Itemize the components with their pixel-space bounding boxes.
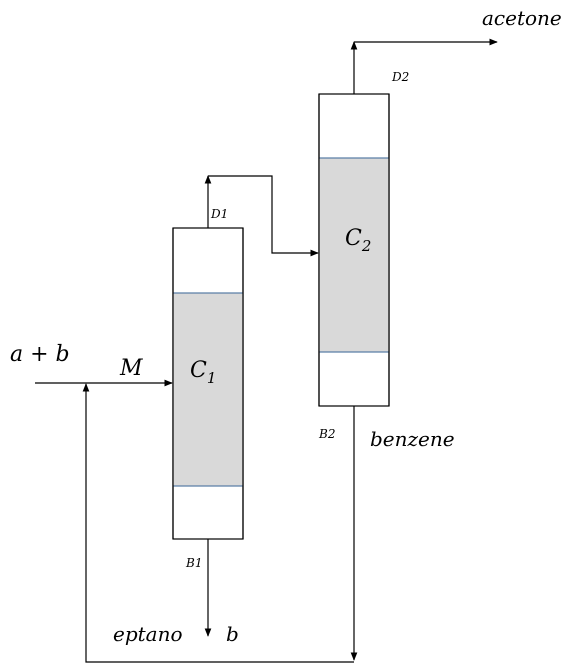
feed-label: a + b	[10, 342, 70, 367]
column-c1-packing	[173, 293, 243, 486]
eptano-label: eptano	[113, 622, 183, 646]
column-c1	[172, 227, 244, 540]
column-c1-label: C1	[190, 358, 216, 387]
column-c2	[318, 93, 390, 407]
b1-label: B1	[185, 556, 202, 570]
d1-label: D1	[210, 207, 228, 221]
benzene-label: benzene	[370, 427, 455, 451]
d2-label: D2	[391, 70, 409, 84]
d1-to-c2-line	[208, 175, 319, 257]
b-component-label: b	[226, 622, 239, 646]
b2-label: B2	[318, 427, 335, 441]
column-c2-packing	[319, 158, 389, 352]
acetone-label: acetone	[482, 6, 562, 30]
column-c2-label: C2	[345, 226, 371, 255]
mix-label: M	[119, 356, 143, 381]
recycle-return-line	[82, 383, 354, 663]
